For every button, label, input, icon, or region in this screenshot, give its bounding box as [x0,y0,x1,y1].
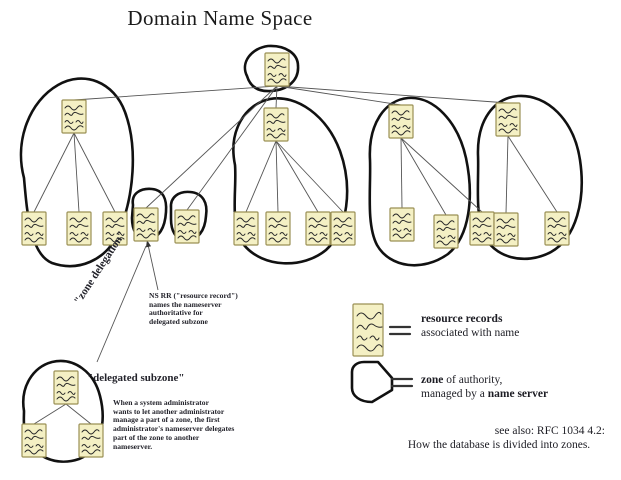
edge-root-l-p [73,85,278,101]
footer-reference: see also: RFC 1034 4.2: How the database… [381,424,617,452]
edge-r-p-r-c1 [400,137,403,209]
legend-equals-1 [388,325,412,336]
edge-l-p-l-c1 [33,132,75,213]
node-left-child-1[interactable] [21,211,47,246]
node-right-child-3[interactable] [469,211,495,246]
delegated-subzone-label: "delegated subzone" [87,372,185,384]
edge-root-d2 [186,85,278,211]
edge-root-d1 [145,85,278,209]
legend-zone-line-1: zone of authority, [421,374,503,386]
explanation-line-3: manage a part of a zone, the first [113,415,220,425]
node-center-child-2[interactable] [265,211,291,246]
ns-rr-line-4: delegated subzone [149,316,208,326]
explanation-line-4: administrator's nameserver delegates [113,424,235,434]
edge-c-p-c-c4 [275,140,344,213]
legend-equals-2 [390,377,414,388]
edge-l-p-l-c3 [73,132,116,213]
explanation-line-1: When a system administrator [113,398,209,407]
node-center-child-1[interactable] [233,211,259,246]
edge-c-p-c-c2 [275,140,279,213]
page-title: Domain Name Space [127,6,313,30]
ns-rr-line-3: authoritative for [149,308,203,318]
node-subzone-parent[interactable] [53,370,79,405]
explanation-line-5: part of the zone to another [113,432,200,442]
zone-delegation-line [96,245,147,363]
edge-s-p-s-c1 [33,403,67,425]
node-root[interactable] [264,52,290,87]
edge-l-p-l-c2 [73,132,80,213]
edge-s-p-s-c2 [65,403,92,425]
zone-right [368,96,472,267]
ns-rr-annotation: NS RR ("resource record") names the name… [149,291,245,326]
node-center-parent[interactable] [263,107,289,142]
ns-rr-arrow-head [145,240,152,248]
node-far-parent[interactable] [495,102,521,137]
legend-zone-line-2: managed by a name server [421,387,549,400]
node-subzone-child-1[interactable] [21,423,47,458]
node-right-child-1[interactable] [389,207,415,242]
explanation-paragraph: When a system administrator wants to let… [113,398,263,451]
ns-rr-line-1: NS RR ("resource record") [149,291,238,300]
zone-root [243,44,300,93]
edge-r-p-r-c3 [400,137,483,213]
node-left-parent[interactable] [61,99,87,134]
footer-line-2: How the database is divided into zones. [407,439,591,451]
edge-root-f-p [276,85,509,104]
zone-left [19,77,135,268]
edge-root-r-p [276,85,402,106]
node-delegated-2[interactable] [174,209,200,244]
legend-resource-records-text: resource records associated with name [421,313,519,340]
node-right-child-2[interactable] [433,214,459,249]
edge-f-p-f-c2 [507,135,558,213]
edge-root-c-p [275,85,278,109]
node-left-child-2[interactable] [66,211,92,246]
legend-rr-line-2: associated with name [421,326,520,339]
node-far-child-1[interactable] [493,212,519,247]
legend-zone-shape [350,360,394,404]
ns-rr-line-2: names the nameserver [149,299,222,309]
footer-line-1: see also: RFC 1034 4.2: [494,425,605,437]
node-far-child-2[interactable] [544,211,570,246]
edge-f-p-f-c1 [505,135,509,214]
node-center-child-4[interactable] [330,211,356,246]
legend-record-card [352,303,384,357]
zones-layer [19,44,583,463]
node-right-parent[interactable] [388,104,414,139]
annotation-lines [96,239,159,363]
node-delegated-1[interactable] [133,207,159,242]
node-subzone-child-2[interactable] [78,423,104,458]
edge-r-p-r-c2 [400,137,447,216]
node-center-child-3[interactable] [305,211,331,246]
explanation-line-2: wants to let another administrator [113,406,225,416]
explanation-line-6: nameserver. [113,441,153,451]
edge-c-p-c-c3 [275,140,319,213]
edge-c-p-c-c1 [245,140,277,213]
legend-rr-line-1: resource records [421,313,503,325]
edges-layer [33,85,558,425]
ns-rr-arrow-line [146,239,159,291]
legend-zone-text: zone of authority, managed by a name ser… [421,374,548,401]
